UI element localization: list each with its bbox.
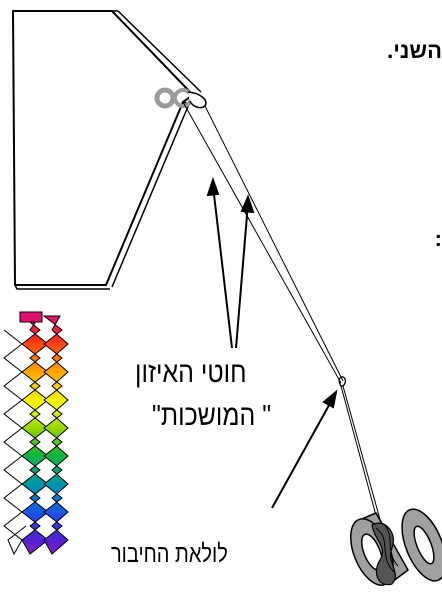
- flying-line: [341, 386, 381, 523]
- line-reel-icon: [342, 503, 442, 591]
- rainbow-tail-icon: [4, 312, 68, 554]
- text-fragment-mid: :: [435, 226, 442, 252]
- label-bridle-lines: חוטי האיזון: [135, 357, 247, 390]
- text-fragment-top: השני.: [387, 38, 442, 64]
- label-pulling: "המושכות ": [152, 400, 271, 433]
- bridle-lines: [183, 102, 343, 383]
- label-connection-loop: לולאת החיבור: [111, 540, 228, 569]
- pointer-arrows: [208, 180, 336, 508]
- kite-sail-icon: [13, 11, 201, 289]
